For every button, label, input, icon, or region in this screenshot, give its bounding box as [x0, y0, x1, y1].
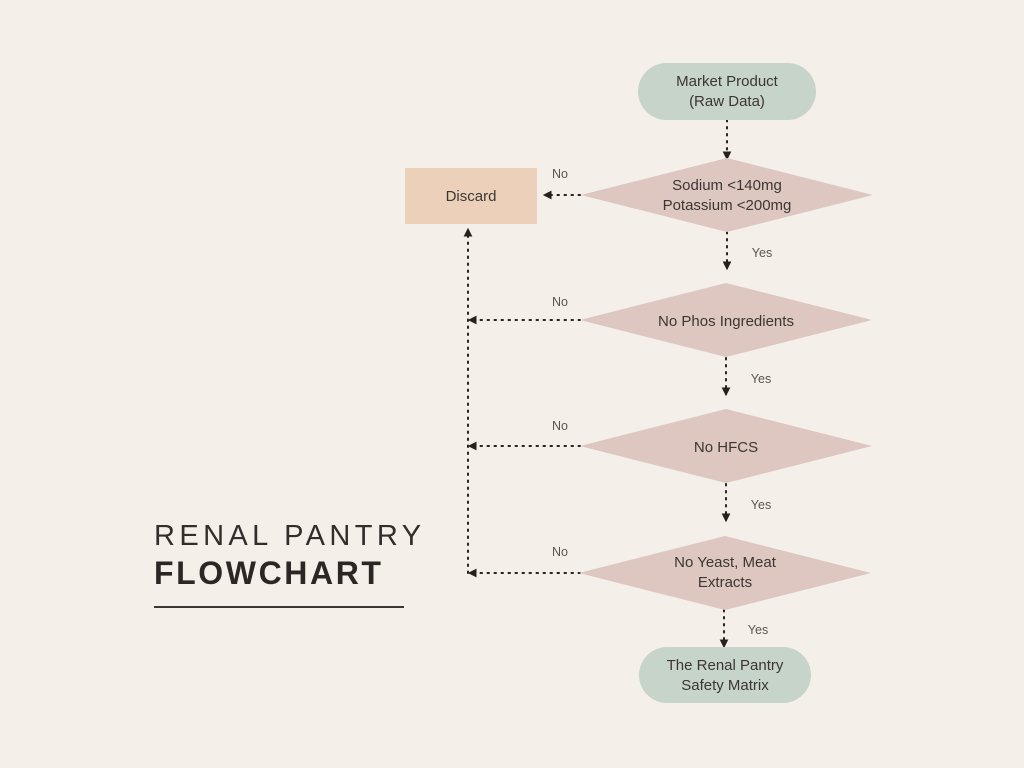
page-title-primary: RENAL PANTRY: [154, 520, 426, 552]
node-decision-sodium-potassium[interactable]: Sodium <140mg Potassium <200mg: [581, 158, 873, 232]
end-label-line1: The Renal Pantry: [667, 657, 784, 674]
discard-shape: [405, 168, 537, 224]
end-label-line2: Safety Matrix: [681, 677, 769, 694]
node-decision-no-yeast-meat[interactable]: No Yeast, Meat Extracts: [579, 536, 871, 610]
decision4-label-line2: Extracts: [698, 574, 752, 591]
decision3-shape: [580, 409, 872, 483]
start-label-line1: Market Product: [676, 73, 779, 90]
edge-label-yes-3: Yes: [751, 498, 771, 512]
page-title-secondary: FLOWCHART: [154, 555, 384, 592]
start-label-line2: (Raw Data): [689, 93, 765, 110]
decision2-label-line1: No Phos Ingredients: [658, 313, 794, 330]
edge-label-yes-2: Yes: [751, 372, 771, 386]
node-decision-no-hfcs[interactable]: No HFCS: [580, 409, 872, 483]
node-discard[interactable]: Discard: [405, 168, 537, 224]
title-divider: [154, 606, 404, 609]
decision2-shape: [580, 283, 872, 357]
edge-label-no-4: No: [552, 545, 568, 559]
node-start[interactable]: Market Product (Raw Data): [638, 63, 816, 120]
decision4-shape: [579, 536, 871, 610]
decision1-shape: [581, 158, 873, 232]
decision1-label-line2: Potassium <200mg: [663, 197, 792, 214]
decision4-label-line1: No Yeast, Meat: [674, 554, 777, 571]
edge-label-no-2: No: [552, 295, 568, 309]
edge-label-group: No No No No Yes Yes Yes Yes: [552, 167, 772, 637]
edge-label-no-3: No: [552, 419, 568, 433]
decision1-label-line1: Sodium <140mg: [672, 177, 782, 194]
node-decision-no-phos[interactable]: No Phos Ingredients: [580, 283, 872, 357]
edge-group: [463, 119, 732, 649]
discard-label: Discard: [446, 188, 497, 205]
node-end[interactable]: The Renal Pantry Safety Matrix: [639, 647, 811, 703]
title-block: RENAL PANTRY FLOWCHART: [154, 519, 484, 609]
decision3-label-line1: No HFCS: [694, 439, 758, 456]
start-shape: [638, 63, 816, 120]
end-shape: [639, 647, 811, 703]
edge-label-yes-4: Yes: [748, 623, 768, 637]
edge-label-yes-1: Yes: [752, 246, 772, 260]
edge-label-no-1: No: [552, 167, 568, 181]
